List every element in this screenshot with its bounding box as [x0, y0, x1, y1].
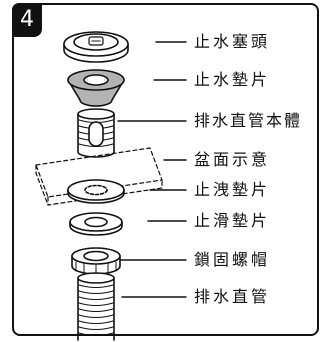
label-basin-surface: 盆面示意 [194, 150, 271, 169]
seal-washer-illustration [67, 179, 125, 204]
diagram-frame [12, 3, 319, 336]
anti-slip-washer-illustration [69, 212, 123, 236]
label-seal-washer: 止洩墊片 [194, 180, 271, 199]
drain-body-illustration [77, 108, 115, 158]
label-stopper-washer: 止水墊片 [194, 70, 271, 89]
stopper-washer-illustration [67, 69, 125, 107]
drain-pipe-illustration [77, 272, 115, 341]
label-stopper-cap: 止水塞頭 [194, 32, 271, 51]
label-drain-pipe: 排水直管 [194, 287, 271, 306]
leader-lines [117, 41, 187, 298]
label-drain-body: 排水直管本體 [194, 111, 303, 130]
lock-nut-illustration [71, 247, 121, 275]
label-anti-slip-washer: 止滑墊片 [194, 211, 271, 230]
stopper-cap-illustration [63, 31, 129, 63]
label-lock-nut: 鎖固螺帽 [194, 250, 271, 269]
step-number-badge: 4 [12, 3, 42, 37]
